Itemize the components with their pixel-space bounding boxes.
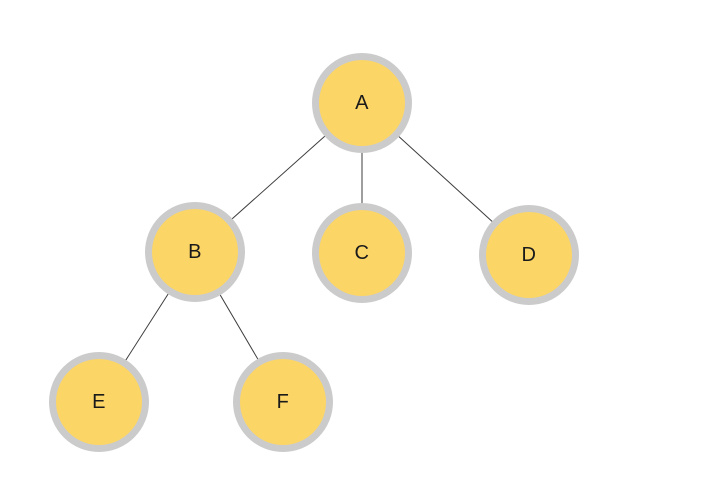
tree-node-label-A: A	[355, 92, 369, 114]
tree-node-D[interactable]: D	[479, 205, 579, 305]
tree-node-F[interactable]: F	[233, 352, 333, 452]
tree-node-B[interactable]: B	[145, 202, 245, 302]
tree-node-label-D: D	[521, 244, 537, 266]
tree-node-label-C: C	[354, 242, 370, 264]
tree-node-label-B: B	[188, 241, 202, 263]
tree-node-label-F: F	[276, 391, 290, 413]
tree-node-A[interactable]: A	[312, 53, 412, 153]
tree-node-E[interactable]: E	[49, 352, 149, 452]
tree-node-label-E: E	[92, 391, 106, 413]
tree-node-C[interactable]: C	[312, 203, 412, 303]
